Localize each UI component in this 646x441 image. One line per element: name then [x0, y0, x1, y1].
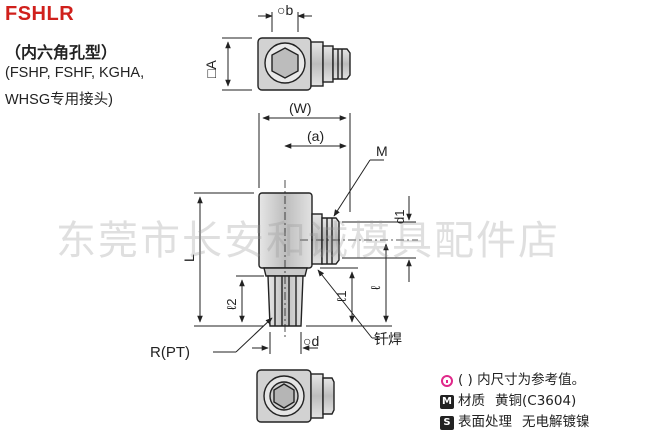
dim-l-total-label: L	[181, 254, 197, 262]
material-icon: M	[440, 394, 454, 409]
weld-label: 钎焊	[374, 331, 402, 347]
dim-r-pt-label: R(PT)	[150, 344, 190, 361]
dim-d1-label: d1	[392, 210, 407, 224]
side-view-pt-thread	[267, 275, 304, 327]
top-view	[257, 37, 351, 91]
top-view-neck	[310, 41, 324, 87]
compat-line-1: (FSHP, FSHF, KGHA,	[5, 65, 145, 81]
dim-w-label: (W)	[289, 100, 312, 116]
spec-notes: ( ) 内尺寸为参考值。 M 材质 黄铜(C3604) S 表面处理 无电解镀镍	[440, 370, 590, 433]
side-view-m-thread	[321, 217, 340, 265]
note-material: M 材质 黄铜(C3604)	[440, 391, 590, 412]
material-label: 材质	[458, 393, 485, 409]
compat-line-2: WHSG专用接头)	[5, 92, 113, 108]
side-view	[258, 192, 340, 327]
watermark: 东莞市长安和诚模具配件店	[56, 218, 560, 264]
product-subtitle: （内六角孔型）	[5, 45, 118, 62]
note-reference: ( ) 内尺寸为参考值。	[440, 370, 590, 391]
top-view-hex-socket	[271, 47, 299, 79]
dim-a-paren-label: (a)	[307, 128, 324, 144]
surface-label: 表面处理	[458, 414, 512, 430]
note-surface: S 表面处理 无电解镀镍	[440, 412, 590, 433]
note-reference-text: ( ) 内尺寸为参考值。	[458, 372, 586, 388]
dim-a-label: □A	[203, 60, 219, 78]
dim-l2-label: ℓ2	[224, 299, 239, 310]
dim-b-label: ○b	[277, 2, 293, 18]
surface-icon: S	[440, 415, 454, 430]
dim-l1-label: ℓ1	[334, 291, 349, 302]
surface-value: 无电解镀镍	[522, 414, 590, 430]
bottom-view	[256, 369, 335, 423]
tip-icon	[440, 374, 454, 388]
dim-m-label: M	[376, 143, 388, 159]
material-value: 黄铜(C3604)	[495, 393, 577, 409]
dim-l-label: ℓ	[368, 285, 383, 290]
dim-d-label: ○d	[303, 333, 319, 349]
bottom-view-hex-socket	[273, 383, 295, 409]
product-title: FSHLR	[5, 3, 75, 25]
